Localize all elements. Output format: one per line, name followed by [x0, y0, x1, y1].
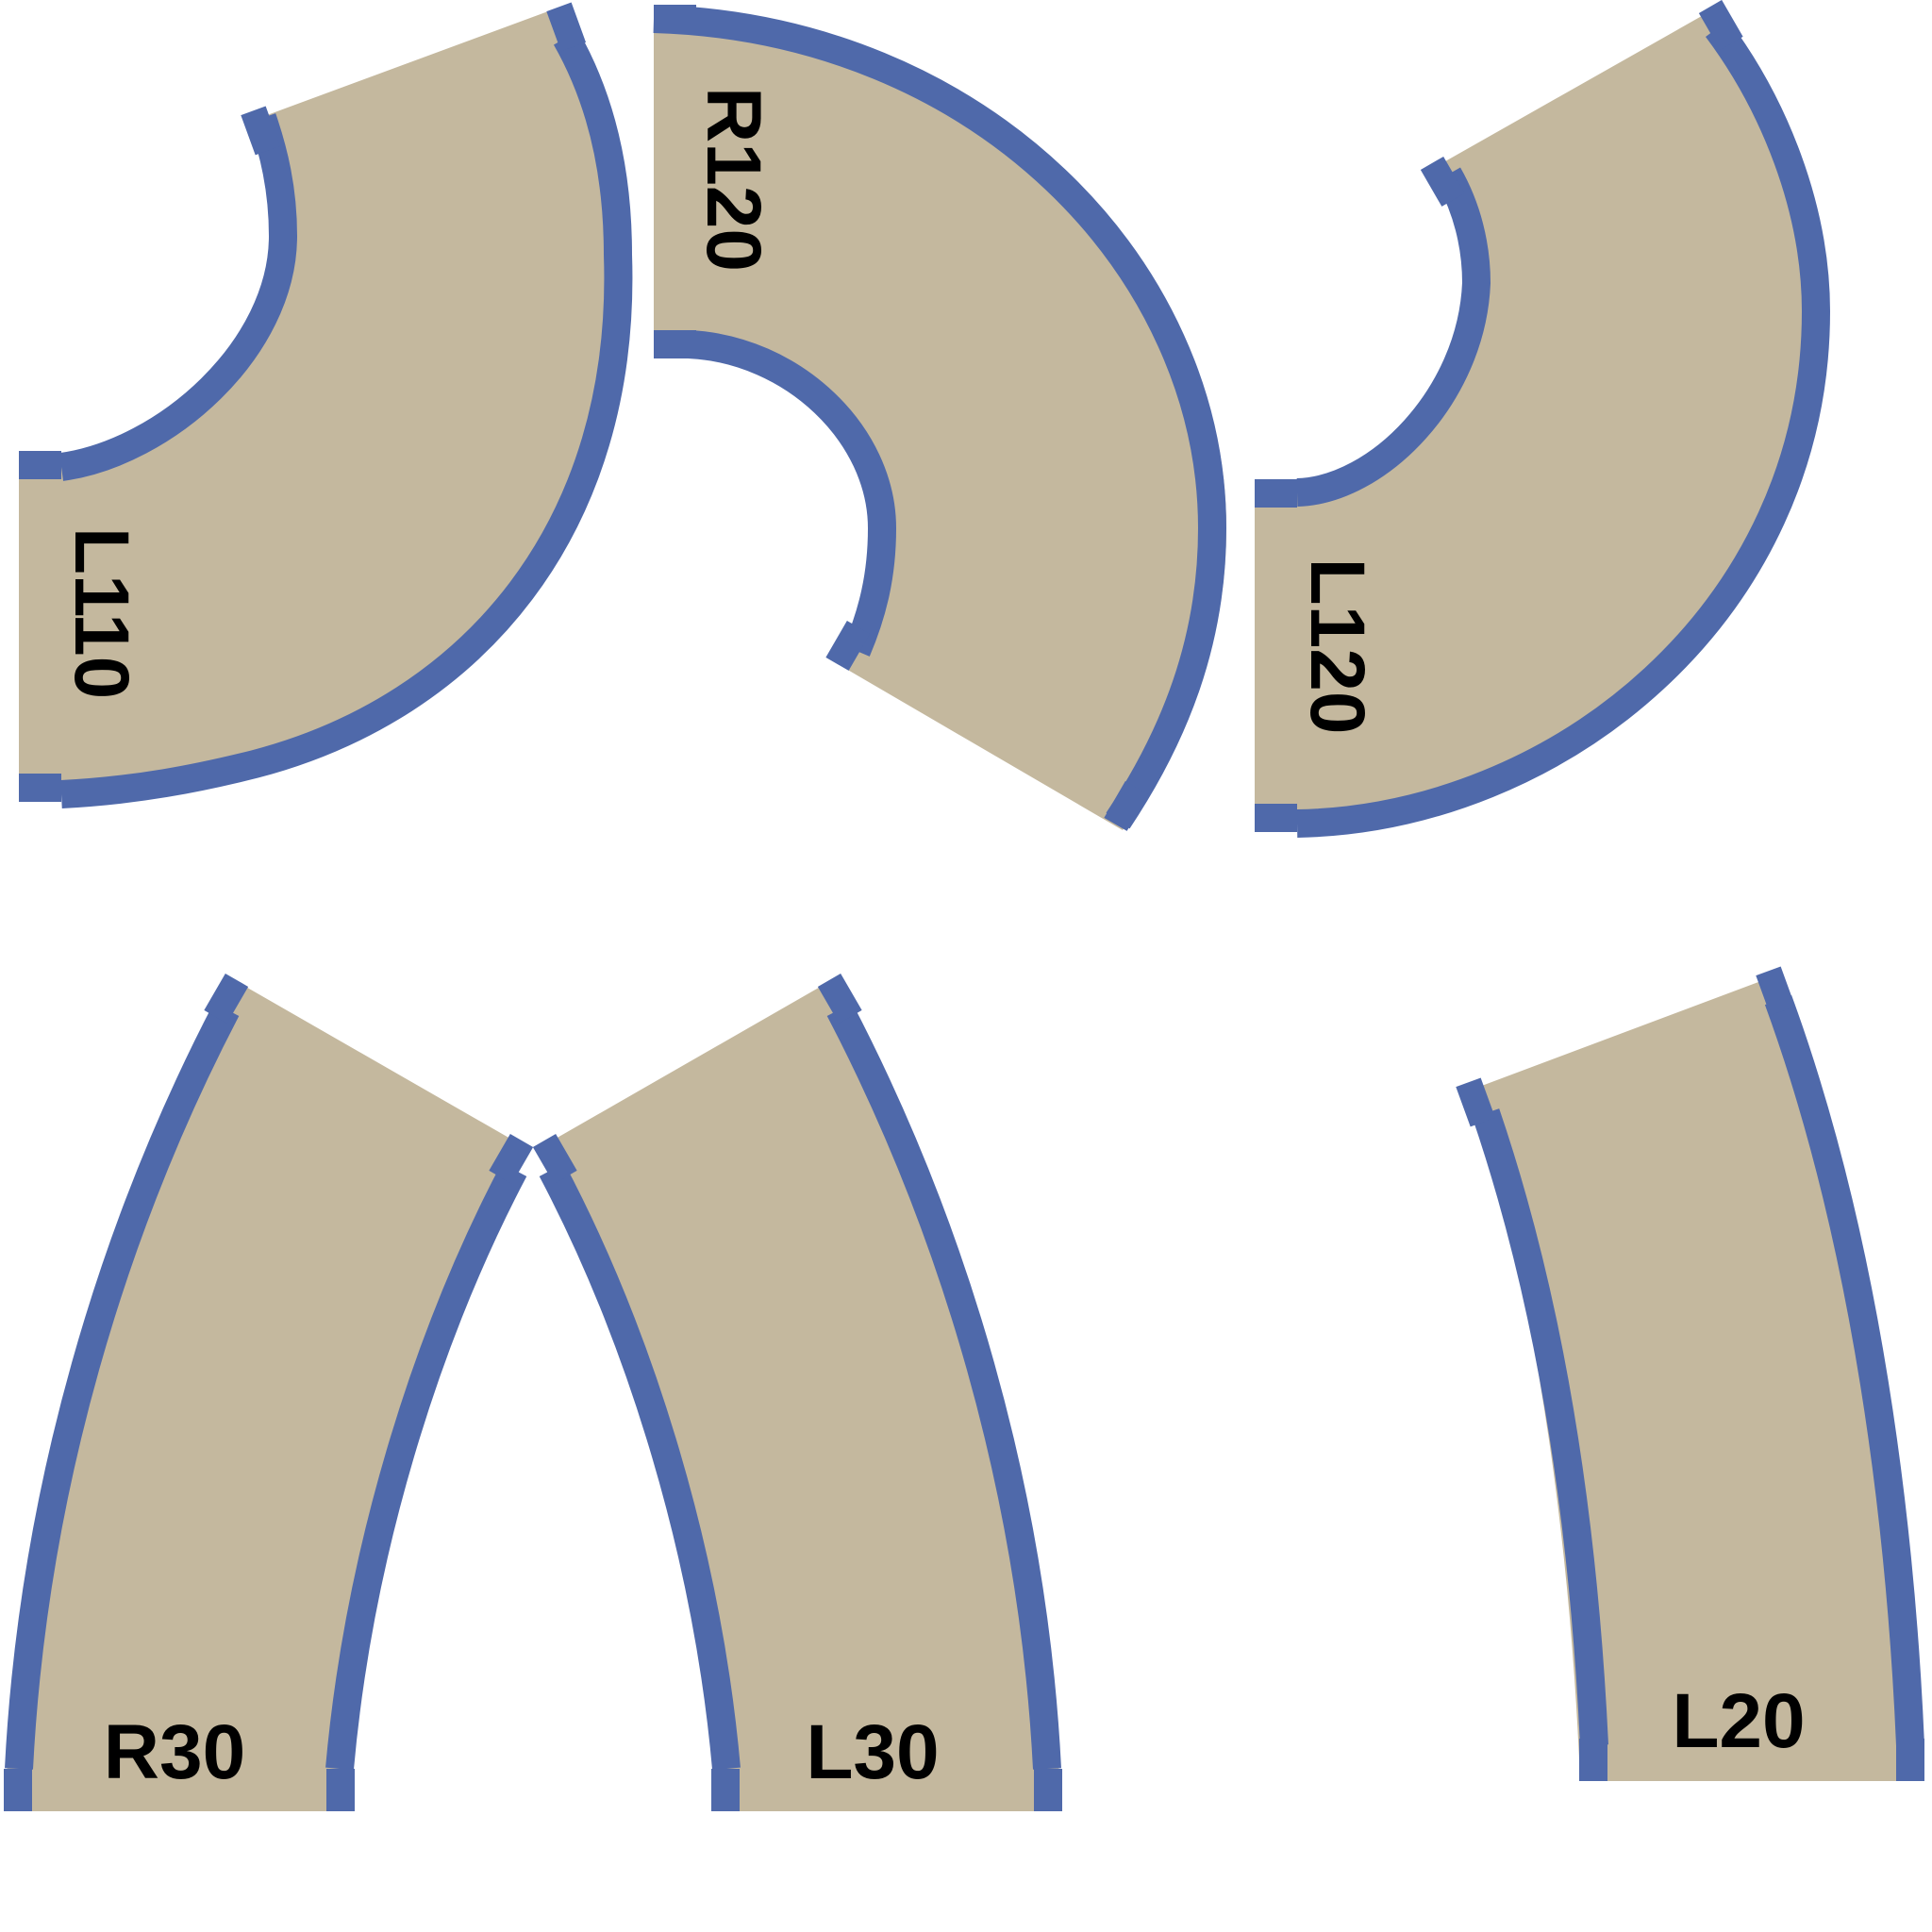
- piece-label: L120: [1294, 558, 1380, 735]
- edge-end-tab: [532, 1133, 577, 1184]
- inner-edge: [58, 113, 298, 481]
- track-piece-l110: L110: [19, 2, 633, 808]
- piece-label: L110: [58, 527, 144, 699]
- piece-label: R120: [691, 87, 776, 272]
- edge-end-tab: [4, 1769, 32, 1811]
- edge-end-tab: [1420, 156, 1465, 207]
- piece-label: L30: [806, 1709, 939, 1795]
- inner-edge: [1296, 167, 1491, 507]
- edge-end-tab: [241, 106, 281, 156]
- road-surface: [1255, 5, 1821, 825]
- edge-end-tab: [204, 973, 249, 1024]
- inner-edge: [654, 330, 897, 657]
- edge-end-tab: [1456, 1077, 1496, 1127]
- edge-end-tab: [19, 451, 61, 479]
- track-piece-r120: R120: [653, 5, 1227, 831]
- outer-edge: [1296, 20, 1831, 838]
- edge-end-tab: [1255, 804, 1297, 832]
- track-piece-l30: L30: [532, 973, 1062, 1811]
- outer-edge: [5, 1003, 240, 1770]
- edge-end-tab: [711, 1769, 740, 1811]
- outer-edge: [60, 30, 633, 808]
- outer-edge: [1764, 994, 1924, 1746]
- piece-label: L20: [1672, 1678, 1805, 1764]
- edge-end-tab: [1034, 1769, 1062, 1811]
- outer-edge: [653, 5, 1227, 829]
- edge-end-tab: [19, 774, 61, 802]
- edge-end-tab: [489, 1133, 534, 1184]
- inner-edge: [1472, 1108, 1608, 1746]
- track-piece-r30: R30: [4, 973, 534, 1811]
- edge-end-tab: [1579, 1739, 1607, 1781]
- edge-end-tab: [1104, 780, 1149, 831]
- edge-end-tab: [817, 973, 862, 1024]
- edge-end-tab: [825, 620, 871, 671]
- track-piece-l20: L20: [1456, 966, 1924, 1781]
- inner-edge: [539, 1163, 741, 1771]
- outer-edge: [826, 1003, 1061, 1770]
- edge-end-tab: [1698, 0, 1743, 50]
- edge-end-tab: [654, 5, 696, 33]
- edge-end-tab: [326, 1769, 355, 1811]
- inner-edge: [325, 1163, 527, 1771]
- edge-end-tab: [1756, 966, 1796, 1016]
- edge-end-tab: [546, 2, 587, 52]
- track-piece-l120: L120: [1255, 0, 1831, 838]
- edge-end-tab: [654, 330, 696, 358]
- edge-end-tab: [1896, 1739, 1924, 1781]
- road-surface: [19, 5, 627, 794]
- edge-end-tab: [1255, 479, 1297, 508]
- piece-label: R30: [104, 1709, 245, 1795]
